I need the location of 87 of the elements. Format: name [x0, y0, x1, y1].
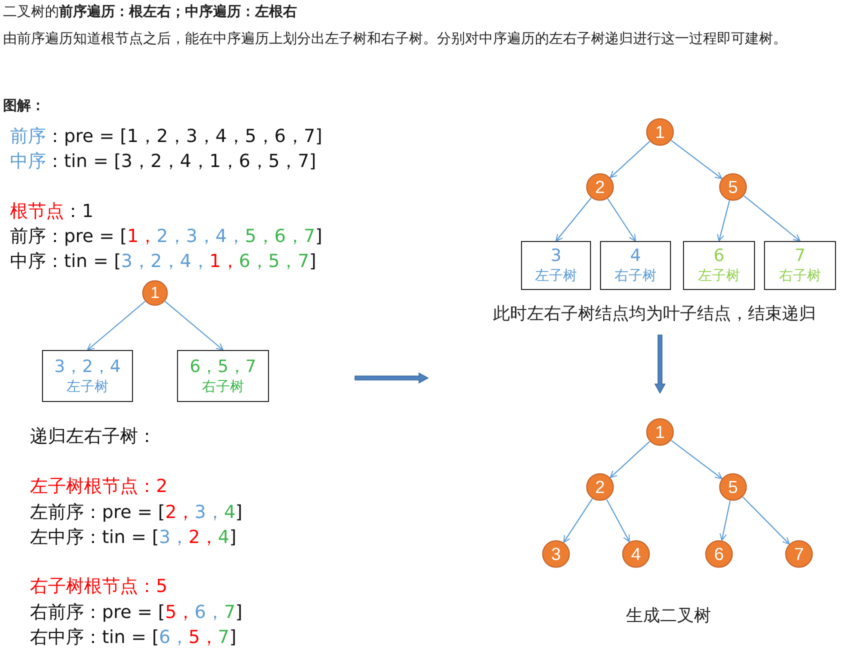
array-text: 5，	[165, 602, 195, 623]
array-text: 左中序：tin = [	[30, 527, 160, 548]
tree-node: 2	[586, 173, 614, 201]
arrow	[720, 500, 731, 541]
value-list: 7	[794, 246, 806, 267]
paragraph: 由前序遍历知道根节点之后，能在中序遍历上划分出左子树和右子树。分别对中序遍历的左右子树递归进行这一过程即可建树。	[3, 30, 788, 49]
array-text: 6，5，7	[238, 251, 310, 272]
value-list: 3，2，4	[54, 356, 121, 378]
array-text: ]	[229, 627, 236, 648]
arrow	[164, 300, 224, 350]
array-text: ：tin = [3，2，4，1，6，5，7]	[46, 151, 316, 172]
array-text: 3，	[159, 527, 188, 548]
subtree-label: 左子树	[66, 378, 108, 396]
array-text: 中序：tin = [	[10, 251, 122, 272]
array-text: 6，	[159, 627, 188, 648]
arrow	[563, 498, 593, 543]
subtree-label: 右子树	[779, 267, 821, 285]
array-text: 5，	[188, 627, 218, 648]
subtree-box	[683, 241, 755, 290]
arrow	[610, 441, 650, 478]
array-text: ]	[309, 251, 316, 272]
array-text: ：pre = [1，2，3，4，5，6，7]	[46, 126, 322, 147]
subtree-box	[600, 241, 671, 290]
arrow	[717, 200, 730, 242]
arrow	[607, 198, 636, 242]
array-text: 1，	[209, 251, 239, 272]
array-text: 4	[224, 502, 236, 523]
array-text: ]	[229, 527, 236, 548]
arrow	[670, 140, 722, 180]
array-text: ]	[315, 226, 322, 247]
value-list: 6	[714, 246, 724, 267]
arrow	[742, 496, 790, 544]
tree-node: 1	[142, 280, 168, 306]
array-text: ]	[235, 502, 242, 523]
tree-node: 7	[785, 540, 813, 568]
tree-node: 2	[586, 473, 614, 501]
tree-node: 5	[719, 173, 747, 201]
array-text: 前序：pre = [	[10, 226, 128, 247]
term-label: 中序	[10, 151, 46, 172]
array-text: 5，6，7	[244, 226, 316, 247]
subtree-label: 右子树	[202, 378, 244, 396]
subtree-box	[42, 350, 133, 402]
array-text: 3，2，4，	[121, 251, 210, 272]
array-text: 4	[218, 527, 230, 548]
subtree-label: 左子树	[698, 267, 740, 285]
arrow	[606, 499, 630, 542]
array-text: 1，	[127, 226, 157, 247]
tree-node: 1	[646, 118, 674, 146]
value-list: 6，5，7	[190, 356, 256, 378]
subtree-label: 左子树	[535, 267, 577, 285]
array-text: 7	[224, 602, 236, 623]
subtree-box	[764, 241, 836, 290]
tree-node: 4	[622, 540, 650, 568]
subtree-box	[521, 241, 591, 290]
arrow	[610, 141, 650, 178]
value-list: 3	[550, 246, 562, 267]
caption: 此时左右子树结点均为叶子结点，结束递归	[493, 303, 816, 325]
arrow	[87, 300, 146, 350]
array-text: ]	[235, 602, 242, 623]
array-text: 6，	[194, 602, 224, 623]
caption: 生成二叉树	[626, 605, 711, 627]
array-text: 2，	[165, 502, 195, 523]
arrow	[670, 440, 722, 480]
arrow	[556, 198, 592, 242]
array-text: 3，	[194, 502, 224, 523]
section-heading: 递归左右子树：	[30, 425, 156, 448]
tree-node: 3	[542, 540, 570, 568]
subtree-label: 右子树	[614, 267, 656, 285]
value-text: ：1	[64, 201, 94, 222]
term-label: 前序	[10, 126, 46, 147]
array-text: 7	[218, 627, 230, 648]
arrow	[744, 195, 800, 242]
root-label: 右子树根节点：5	[30, 575, 168, 598]
array-text: 2，	[188, 527, 218, 548]
value-list: 4	[630, 246, 641, 267]
heading-text: 二叉树的前序遍历：根左右；中序遍历：左根右	[3, 3, 297, 21]
array-text: 右中序：tin = [	[30, 627, 160, 648]
tree-node: 5	[719, 473, 747, 501]
subtree-box	[177, 350, 269, 402]
array-text: 2，3，4，	[156, 226, 245, 247]
section-heading: 图解：	[3, 97, 45, 115]
root-label: 左子树根节点：2	[30, 475, 168, 498]
array-text: 左前序：pre = [	[30, 502, 166, 523]
term-label: 根节点	[10, 201, 64, 222]
array-text: 右前序：pre = [	[30, 602, 166, 623]
tree-node: 6	[705, 540, 733, 568]
tree-node: 1	[646, 418, 674, 446]
